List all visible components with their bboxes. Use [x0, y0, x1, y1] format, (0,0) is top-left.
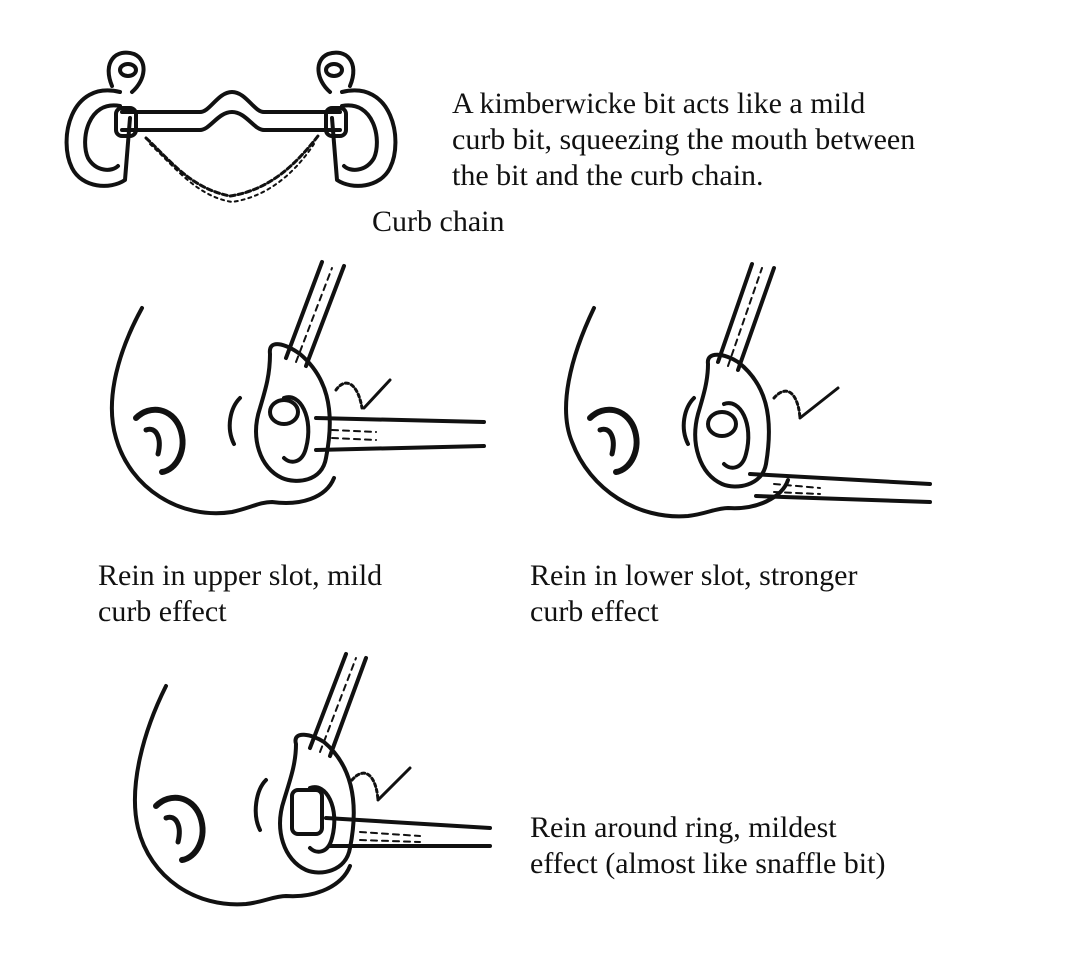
around-ring-illustration [132, 652, 492, 907]
left-d-ring [64, 88, 132, 188]
cheek-strap [284, 260, 324, 360]
around-ring-caption: Rein around ring, mildest effect (almost… [530, 811, 886, 880]
upper-slot-caption: Rein in upper slot, mild curb effect [98, 559, 383, 628]
kimberwicke-bit-illustration [64, 50, 398, 203]
horse-muzzle [132, 684, 352, 907]
lower-slot-caption: Rein in lower slot, stronger curb effect [530, 559, 858, 628]
horse-muzzle [564, 306, 790, 519]
horse-muzzle [109, 306, 336, 516]
curb-chain [144, 134, 320, 198]
curb-chain-label: Curb chain [372, 205, 505, 238]
cheek-strap [308, 652, 348, 750]
right-d-ring [330, 88, 398, 188]
rein [324, 816, 492, 830]
upper-slot-illustration [109, 260, 486, 516]
mouthpiece [120, 90, 342, 114]
lower-slot-illustration [564, 262, 932, 519]
intro-caption: A kimberwicke bit acts like a mild curb … [452, 87, 916, 192]
rein [748, 472, 932, 486]
rein [314, 416, 486, 424]
cheek-strap [716, 262, 754, 364]
